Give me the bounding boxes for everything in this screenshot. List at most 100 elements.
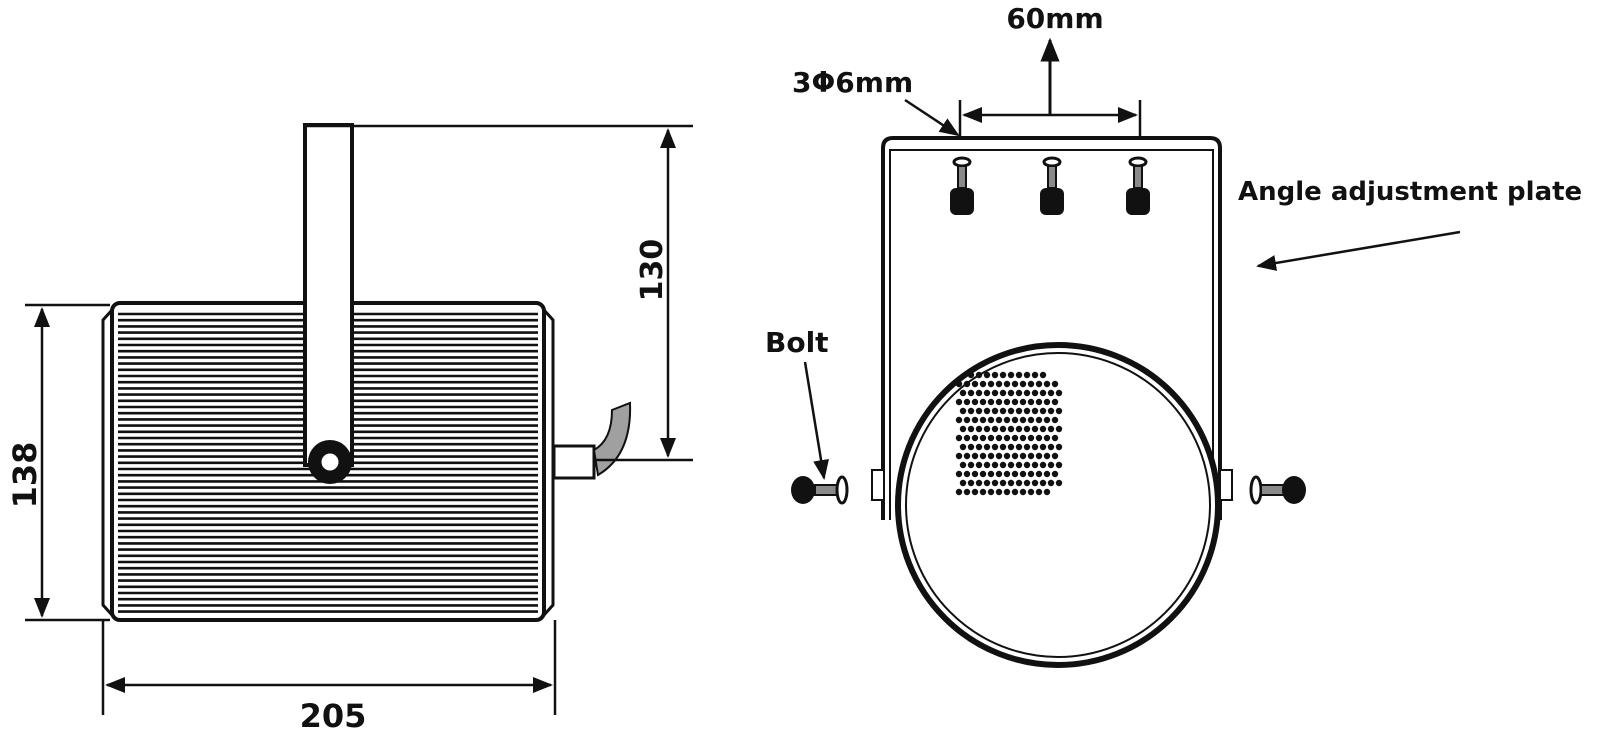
grille-dot [1039,371,1047,379]
grille-dot [1043,470,1051,478]
grille-dot [967,443,975,451]
grille-dot [975,371,983,379]
grille-dot [1003,380,1011,388]
grille-dot [1039,461,1047,469]
side-view: 130 138 205 [6,123,693,735]
grille-dot [959,407,967,415]
grille-dot [975,443,983,451]
grille-dot [987,398,995,406]
grille-dot [1023,443,1031,451]
grille-dot [1019,452,1027,460]
grille-dot [1047,443,1055,451]
grille-dot [991,407,999,415]
speaker-front-circle [895,342,1221,668]
grille-dot [1007,425,1015,433]
grille-dot [959,425,967,433]
grille-dot [983,389,991,397]
dim-label-138: 138 [6,442,44,509]
grille-dot [1039,443,1047,451]
grille-dot [1019,434,1027,442]
grille-dot [967,425,975,433]
dim-label-205: 205 [300,697,367,735]
grille-dot [1031,479,1039,487]
grille-dot [991,443,999,451]
grille-dot [1003,416,1011,424]
grille-dot [1043,488,1051,496]
grille-dot [967,479,975,487]
grille-dot [1007,479,1015,487]
grille-dot [1027,434,1035,442]
grille-dot [1047,407,1055,415]
front-view: 60mm 3Φ6mm Angle adjustment plate Bolt [765,2,1582,668]
angle-adjustment-plate [881,136,1222,520]
grille-dot [1035,380,1043,388]
grille-dot [979,452,987,460]
grille-dot [971,416,979,424]
grille-dot [1043,416,1051,424]
grille-dot [1019,380,1027,388]
grille-dot [1051,452,1059,460]
grille-dot [987,434,995,442]
grille-dot [1007,389,1015,397]
grille-dot [999,371,1007,379]
pivot-screw [318,450,342,474]
grille-dot [959,389,967,397]
grille-dot [1035,434,1043,442]
grille-dot [1027,380,1035,388]
grille-dot [1055,389,1063,397]
grille-dot [1051,470,1059,478]
grille-dot [1023,371,1031,379]
grille-dot [1047,479,1055,487]
grille-dot [1007,371,1015,379]
grille-dot [987,470,995,478]
grille-dot [1011,380,1019,388]
grille-dot [987,452,995,460]
grille-dot [1019,470,1027,478]
grille-dot [971,470,979,478]
grille-dot [1015,389,1023,397]
grille-dot [999,407,1007,415]
grille-dot [1055,461,1063,469]
grille-dot [979,488,987,496]
grille-dot [1015,371,1023,379]
grille-dot [1035,488,1043,496]
grille-dot [1015,425,1023,433]
grille-dot [963,434,971,442]
grille-dot [1043,452,1051,460]
grille-dot [995,380,1003,388]
grille-dot [1007,461,1015,469]
label-angle-adjustment-plate: Angle adjustment plate [1238,177,1582,207]
grille-dot [987,380,995,388]
grille-dot [1027,488,1035,496]
grille-dot [983,479,991,487]
grille-dot [967,407,975,415]
grille-dot [955,452,963,460]
dim-label-holes: 3Φ6mm [792,66,913,99]
grille-dot [1039,425,1047,433]
grille-dot [1011,416,1019,424]
grille-dot [999,425,1007,433]
grille-dot [971,398,979,406]
grille-dot [979,470,987,478]
grille-dot [979,380,987,388]
grille-dot [1035,470,1043,478]
grille-dot [1003,452,1011,460]
grille-dot [1055,443,1063,451]
grille-dot [1043,398,1051,406]
grille-dot [995,488,1003,496]
grille-dot [963,488,971,496]
grille-dot [1027,470,1035,478]
grille-dot [991,389,999,397]
grille-dot [979,398,987,406]
grille-dot [1039,479,1047,487]
grille-dot [1011,452,1019,460]
grille-dot [955,488,963,496]
grille-dot [955,398,963,406]
grille-dot [1047,461,1055,469]
label-bolt: Bolt [765,326,829,359]
grille-dot [1023,479,1031,487]
speaker-grille-dots [955,371,1063,496]
grille-dot [983,461,991,469]
grille-dot [975,407,983,415]
